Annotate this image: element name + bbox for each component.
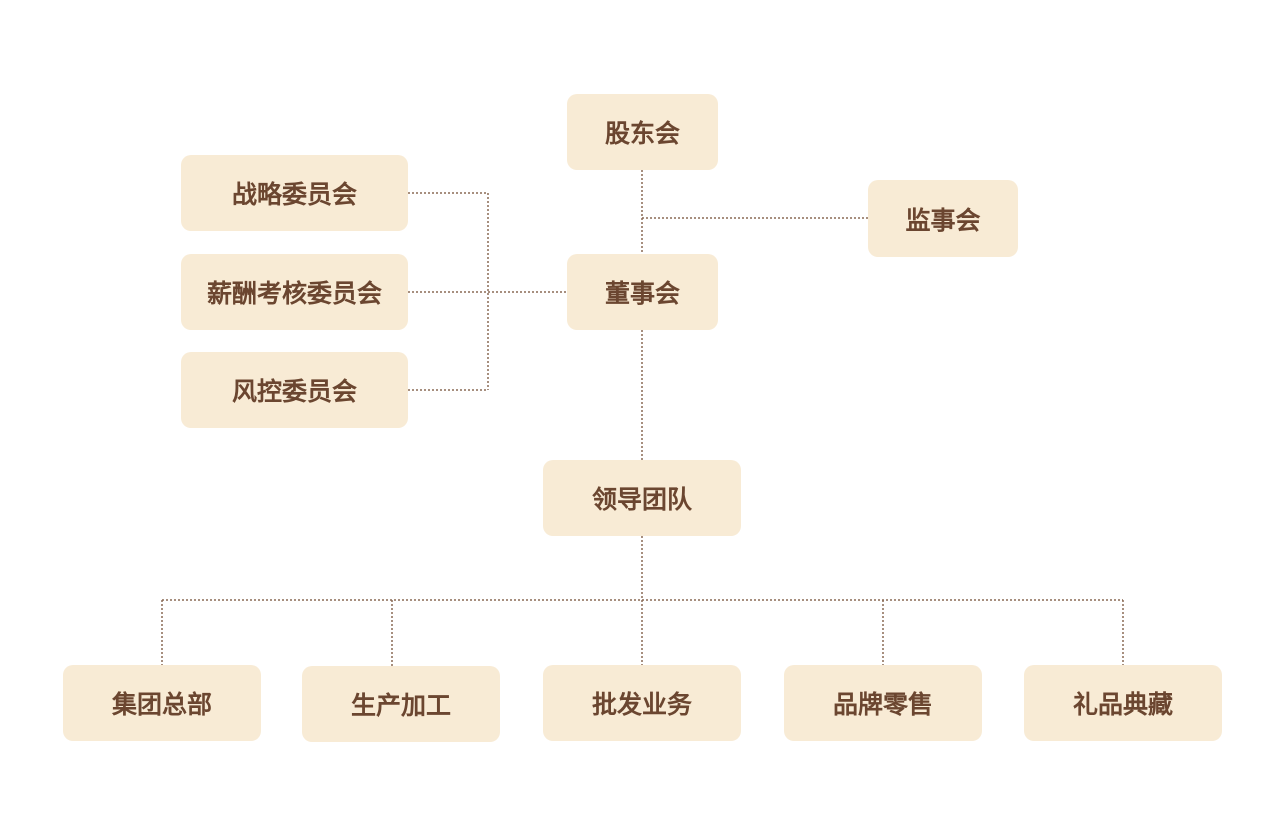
division-label-headquarters: 集团总部 <box>111 690 212 719</box>
division-label-production: 生产加工 <box>350 691 451 720</box>
compensation-committee-box: 薪酬考核委员会 <box>181 254 408 330</box>
division-box: 批发业务 <box>543 665 741 741</box>
risk-committee-box: 风控委员会 <box>181 352 408 428</box>
shareholders-box: 股东会 <box>567 94 718 170</box>
division-label-retail: 品牌零售 <box>832 690 933 719</box>
leadership-team-box: 领导团队 <box>543 460 741 536</box>
shareholders-label: 股东会 <box>604 119 680 148</box>
board-box: 董事会 <box>567 254 718 330</box>
strategy-committee-label: 战略委员会 <box>231 180 357 209</box>
risk-committee-label: 风控委员会 <box>231 377 357 406</box>
leadership-team-label: 领导团队 <box>591 485 692 514</box>
division-box: 集团总部 <box>63 665 261 741</box>
supervisors-label: 监事会 <box>905 205 981 235</box>
compensation-committee-label: 薪酬考核委员会 <box>206 279 382 308</box>
division-box: 生产加工 <box>302 666 500 742</box>
division-label-gifts: 礼品典藏 <box>1072 690 1173 719</box>
strategy-committee-box: 战略委员会 <box>181 155 408 231</box>
division-box: 品牌零售 <box>784 665 982 741</box>
board-label: 董事会 <box>604 279 680 308</box>
division-label-wholesale: 批发业务 <box>591 690 692 719</box>
division-box: 礼品典藏 <box>1024 665 1222 741</box>
supervisors-box: 监事会 <box>868 180 1018 257</box>
